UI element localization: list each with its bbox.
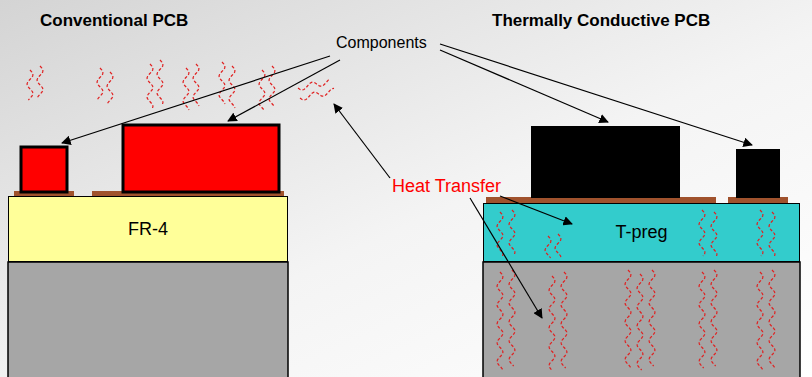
heat-wave xyxy=(219,62,225,104)
heat-wave xyxy=(147,64,153,108)
heat-wave xyxy=(561,272,567,368)
heat-wave xyxy=(157,60,163,104)
heat-wave xyxy=(497,272,503,370)
heat-wave xyxy=(509,270,515,366)
heat-wave xyxy=(97,68,103,100)
leader-line xyxy=(440,50,608,122)
tpreg-fill xyxy=(483,203,800,262)
leader-line xyxy=(500,196,572,224)
heat-wave xyxy=(497,212,503,256)
heat-wave xyxy=(769,270,775,368)
component xyxy=(123,125,279,192)
heat-wave xyxy=(757,210,763,256)
component xyxy=(531,126,680,198)
heat-wave xyxy=(37,66,43,98)
heat-wave xyxy=(625,270,631,368)
heat-wave xyxy=(769,212,775,256)
heat-wave xyxy=(711,270,717,366)
heat-wave xyxy=(549,276,555,370)
panel-title: Thermally Conductive PCB xyxy=(492,11,710,31)
heat-waves xyxy=(27,60,775,370)
heat-wave xyxy=(509,210,515,254)
callout-label: Components xyxy=(336,34,427,52)
heat-wave xyxy=(699,272,705,368)
heat-wave xyxy=(637,274,643,370)
leader-line xyxy=(470,198,542,318)
layer-label: FR-4 xyxy=(128,219,168,240)
heat-wave xyxy=(545,236,551,258)
metal-base xyxy=(483,262,800,377)
metal-base xyxy=(8,262,288,377)
heat-wave xyxy=(107,72,113,104)
component xyxy=(21,147,67,192)
component xyxy=(736,149,780,198)
heat-wave xyxy=(649,270,655,366)
pcb-layer: T-preg xyxy=(483,203,800,262)
heat-wave xyxy=(555,234,561,258)
heat-wave xyxy=(300,88,334,100)
heat-wave xyxy=(711,212,717,256)
panel-title: Conventional PCB xyxy=(40,11,188,31)
callout-label: Heat Transfer xyxy=(392,176,501,197)
heat-wave xyxy=(757,272,763,370)
leader-line xyxy=(228,60,340,121)
pcb-layer: FR-4 xyxy=(8,196,288,262)
heat-wave xyxy=(699,210,705,256)
layer-label: T-preg xyxy=(615,222,667,243)
fr4-fill xyxy=(8,196,288,262)
leader-lines xyxy=(62,44,752,318)
heat-wave xyxy=(27,70,33,100)
heat-wave xyxy=(269,66,275,106)
leader-line xyxy=(334,104,390,178)
leader-line xyxy=(62,56,330,143)
leader-line xyxy=(440,44,752,145)
